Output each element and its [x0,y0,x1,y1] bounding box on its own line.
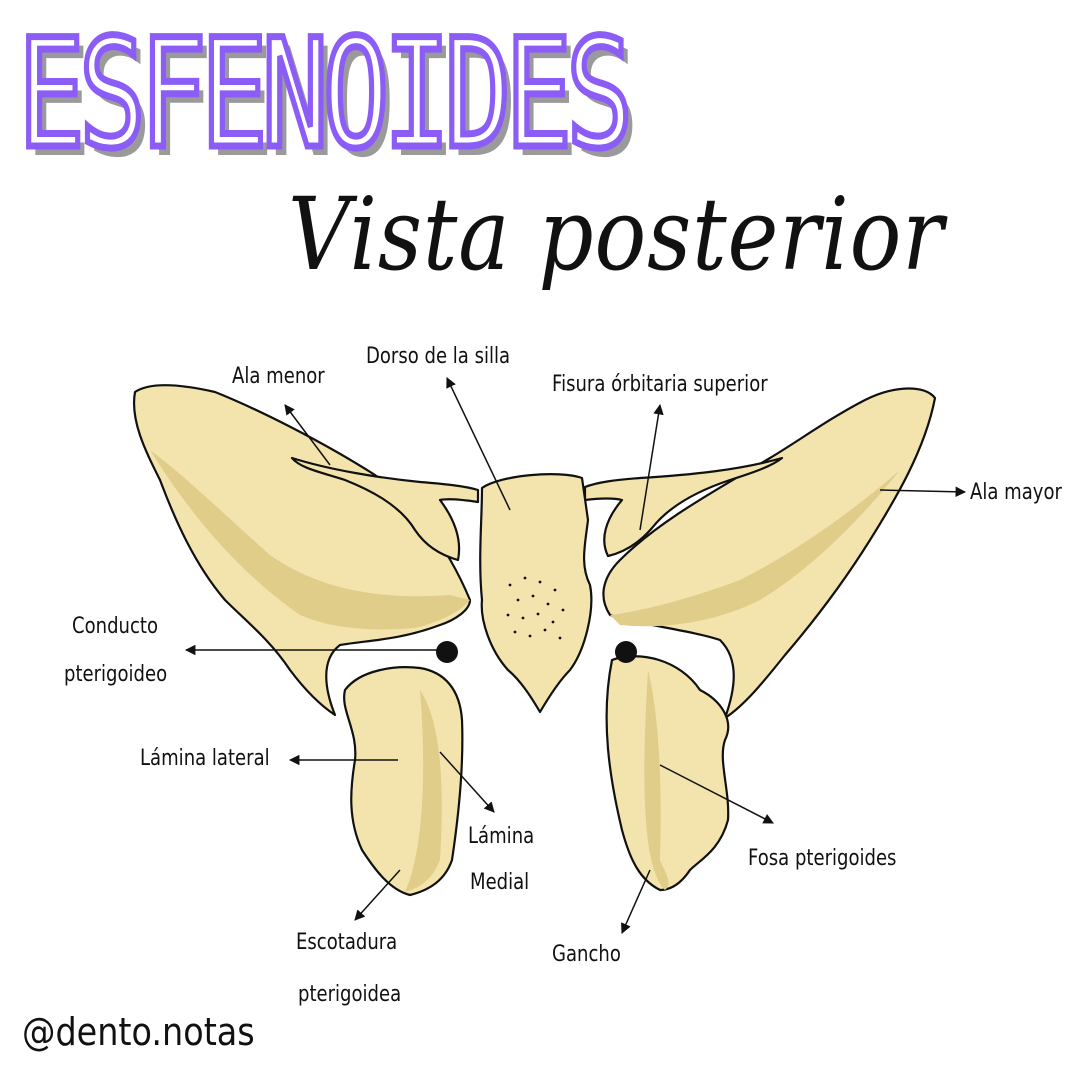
right-greater-wing [602,387,937,720]
body-texture [506,576,565,640]
label-ala-menor: Ala menor [232,364,325,389]
left-pterygoid-process [343,666,464,897]
label-lamina-lateral: Lámina lateral [140,746,270,771]
label-ala-mayor: Ala mayor [970,480,1062,505]
left-greater-wing [132,384,472,717]
label-dorso-silla: Dorso de la silla [366,344,511,369]
label-escotadura-2: pterigoidea [298,982,402,1007]
left-pterygoid-canal [436,641,458,663]
page-subtitle: Vista posterior [288,176,945,293]
author-handle: @dento.notas [22,1010,255,1054]
right-lesser-wing [583,456,784,558]
label-lamina-medial-1: Lámina [468,824,535,849]
label-fisura-orbitaria: Fisura órbitaria superior [552,372,768,397]
page-title: ESFENOIDES [15,8,635,182]
label-lamina-medial-2: Medial [470,870,530,895]
right-pterygoid-process [605,655,730,892]
sphenoid-body [479,473,593,714]
label-conducto-2: pterigoideo [64,662,168,687]
label-fosa-pterigoides: Fosa pterigoides [748,846,897,871]
left-lesser-wing [290,456,480,562]
label-conducto-1: Conducto [72,614,158,639]
label-gancho: Gancho [552,942,621,967]
label-escotadura-1: Escotadura [296,930,398,955]
right-pterygoid-canal [615,641,637,663]
